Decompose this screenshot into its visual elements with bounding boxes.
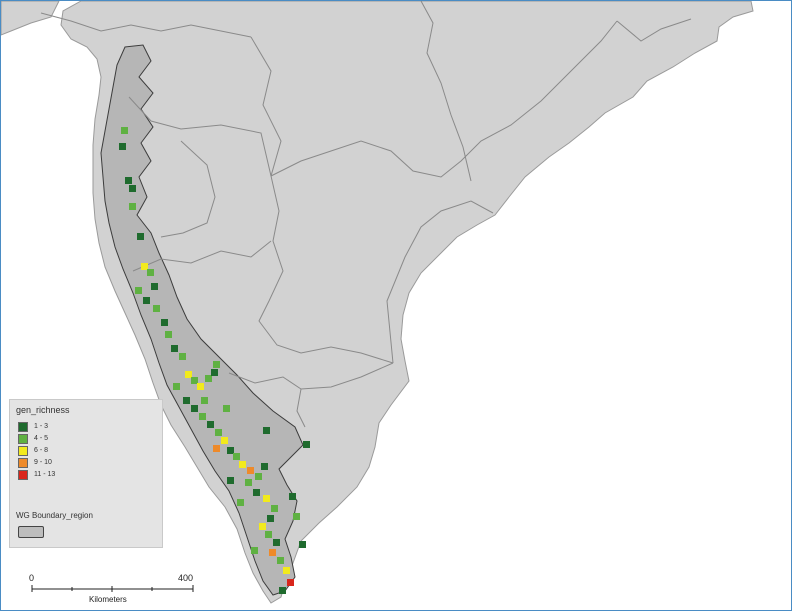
- richness-cell: [279, 587, 286, 594]
- land-northwest: [1, 1, 60, 36]
- richness-cell: [221, 437, 228, 444]
- richness-cell: [173, 383, 180, 390]
- legend-row-5: 11 - 13: [18, 469, 55, 480]
- legend-row-1: 1 - 3: [18, 421, 48, 432]
- richness-cell: [303, 441, 310, 448]
- richness-cell: [119, 143, 126, 150]
- legend-label-2: 4 - 5: [34, 435, 49, 442]
- richness-cell: [147, 269, 154, 276]
- legend-label-4: 9 - 10: [34, 459, 52, 466]
- richness-cell: [237, 499, 244, 506]
- richness-cell: [245, 479, 252, 486]
- richness-cell: [153, 305, 160, 312]
- richness-cell: [251, 547, 258, 554]
- richness-cells: [119, 127, 310, 594]
- richness-cell: [129, 185, 136, 192]
- richness-cell: [121, 127, 128, 134]
- richness-cell: [213, 445, 220, 452]
- legend-swatch-1: [18, 421, 28, 432]
- richness-cell: [205, 375, 212, 382]
- legend-swatch-3: [18, 445, 28, 456]
- richness-cell: [233, 453, 240, 460]
- richness-cell: [263, 495, 270, 502]
- richness-cell: [183, 397, 190, 404]
- richness-cell: [269, 549, 276, 556]
- richness-cell: [271, 505, 278, 512]
- richness-cell: [283, 567, 290, 574]
- legend-swatch-4: [18, 457, 28, 468]
- richness-cell: [191, 377, 198, 384]
- scale-bar-unit: Kilometers: [89, 595, 127, 604]
- legend-label-1: 1 - 3: [34, 423, 49, 430]
- richness-cell: [151, 283, 158, 290]
- wg-boundary-region[interactable]: [100, 44, 304, 596]
- richness-cell: [171, 345, 178, 352]
- richness-cell: [239, 461, 246, 468]
- scale-bar-end-label: 400: [178, 573, 194, 583]
- richness-cell: [161, 319, 168, 326]
- richness-cell: [143, 297, 150, 304]
- richness-cell: [185, 371, 192, 378]
- richness-cell: [255, 473, 262, 480]
- scale-bar-start-label: 0: [29, 573, 35, 583]
- legend-label-5: 11 - 13: [34, 471, 56, 478]
- richness-cell: [199, 413, 206, 420]
- legend-boundary-label: WG Boundary_region: [16, 511, 93, 520]
- legend-swatch-2: [18, 433, 28, 444]
- richness-cell: [267, 515, 274, 522]
- legend-row-3: 6 - 8: [18, 445, 48, 456]
- richness-cell: [213, 361, 220, 368]
- legend-title: gen_richness: [16, 405, 70, 415]
- richness-cell: [287, 579, 294, 586]
- richness-cell: [259, 523, 266, 530]
- richness-cell: [289, 493, 296, 500]
- richness-cell: [207, 421, 214, 428]
- legend-boundary-swatch: [18, 526, 44, 538]
- richness-cell: [179, 353, 186, 360]
- scale-bar: [31, 585, 194, 592]
- legend-label-3: 6 - 8: [34, 447, 49, 454]
- richness-cell: [253, 489, 260, 496]
- richness-cell: [227, 447, 234, 454]
- richness-cell: [273, 539, 280, 546]
- richness-cell: [293, 513, 300, 520]
- richness-cell: [165, 331, 172, 338]
- richness-cell: [215, 429, 222, 436]
- richness-cell: [137, 233, 144, 240]
- richness-cell: [277, 557, 284, 564]
- legend: gen_richness 1 - 3 4 - 5 6 - 8 9 - 10 11…: [9, 399, 163, 548]
- richness-cell: [261, 463, 268, 470]
- richness-cell: [211, 369, 218, 376]
- richness-cell: [299, 541, 306, 548]
- richness-cell: [227, 477, 234, 484]
- legend-swatch-5: [18, 469, 28, 480]
- richness-cell: [135, 287, 142, 294]
- richness-cell: [263, 427, 270, 434]
- richness-cell: [201, 397, 208, 404]
- richness-cell: [125, 177, 132, 184]
- richness-cell: [247, 467, 254, 474]
- richness-cell: [265, 531, 272, 538]
- legend-row-2: 4 - 5: [18, 433, 48, 444]
- legend-row-4: 9 - 10: [18, 457, 52, 468]
- richness-cell: [223, 405, 230, 412]
- richness-cell: [191, 405, 198, 412]
- state-boundaries: [40, 1, 692, 428]
- richness-cell: [197, 383, 204, 390]
- richness-cell: [129, 203, 136, 210]
- richness-cell: [141, 263, 148, 270]
